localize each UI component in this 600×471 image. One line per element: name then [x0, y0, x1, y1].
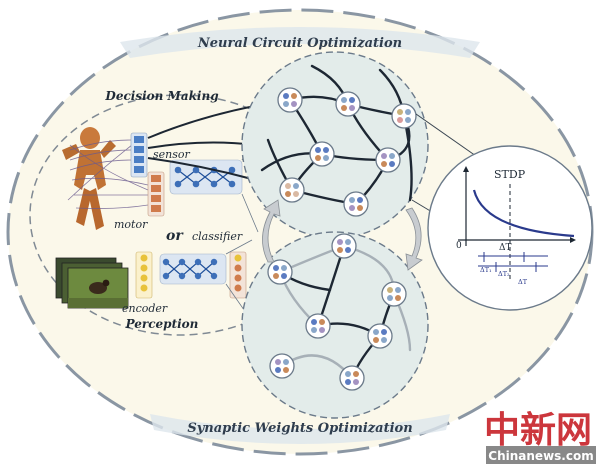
encoder-label: encoder	[122, 302, 168, 315]
circuit-node	[267, 259, 293, 285]
circuit-node	[277, 87, 303, 113]
circuit-node	[367, 323, 393, 349]
circuit-node	[305, 313, 331, 339]
watermark-domain: Chinanews.com	[488, 449, 593, 463]
circuit-node	[335, 91, 361, 117]
watermark-domain-bg	[486, 446, 596, 464]
top-title: Neural Circuit Optimization	[197, 36, 402, 51]
stdp-axes	[458, 170, 572, 246]
stdp-dt-label: ΔT	[499, 243, 512, 253]
or-label: or	[166, 228, 184, 244]
perception-label: Perception	[125, 317, 199, 331]
stdp-t1-label: ΔT₁	[480, 266, 492, 274]
stdp-t2-label: ΔT₂	[498, 270, 510, 278]
bird-photo-icon	[55, 257, 129, 309]
lower-circuit-nodes	[267, 233, 407, 391]
stdp-origin-label: 0	[456, 241, 462, 251]
encoder-column	[135, 251, 153, 299]
human-figure-icon	[62, 127, 116, 230]
circuit-node	[279, 177, 305, 203]
bottom-title-band	[150, 414, 450, 444]
bottom-title: Synaptic Weights Optimization	[187, 421, 412, 436]
stdp-title: STDP	[494, 168, 526, 181]
perception-network	[159, 253, 227, 285]
stdp-y-arrowhead	[463, 166, 469, 172]
circuit-node	[339, 365, 365, 391]
circuit-node	[381, 281, 407, 307]
classifier-column	[229, 251, 247, 299]
motor-label: motor	[114, 218, 148, 231]
circuit-node	[391, 103, 417, 129]
upper-circuit-nodes	[277, 87, 417, 217]
stdp-x-arrowhead	[570, 237, 576, 243]
up-arrow	[262, 199, 281, 263]
stdp-connectors	[411, 113, 477, 213]
stdp-dt2-label: ΔT	[518, 278, 528, 286]
circuit-node	[375, 147, 401, 173]
stdp-curve	[472, 189, 575, 238]
decision-network	[169, 159, 243, 195]
circuit-node	[309, 141, 335, 167]
circuit-node	[343, 191, 369, 217]
decision-making-label: Decision Making	[104, 89, 218, 103]
stdp-timeline	[478, 252, 548, 272]
sensor-column	[130, 132, 148, 178]
circuit-node	[269, 353, 295, 379]
top-title-band	[120, 27, 480, 58]
sensor-label: sensor	[153, 148, 191, 161]
watermark-chinese: 中新网	[484, 410, 592, 451]
circuit-node	[331, 233, 357, 259]
classifier-label: classifier	[192, 230, 243, 243]
down-arrow	[405, 207, 423, 271]
motor-column	[147, 171, 165, 217]
figure-wires	[67, 139, 149, 209]
panel-arrows	[262, 199, 423, 271]
